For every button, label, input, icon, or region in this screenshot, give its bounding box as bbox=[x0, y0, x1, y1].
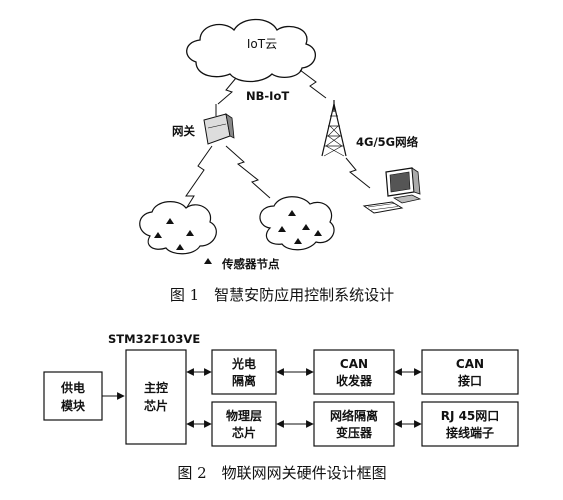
rj45-terminal-label-2: 接线端子 bbox=[446, 425, 494, 440]
gateway-icon bbox=[203, 104, 235, 145]
link-gateway-sensors-left bbox=[183, 145, 213, 213]
iot-cloud-icon bbox=[186, 18, 316, 83]
iot-cloud-label: IoT云 bbox=[247, 37, 277, 51]
sensor-node-icon bbox=[288, 210, 296, 216]
can-port-box bbox=[421, 349, 519, 395]
optocoupler-label-2: 隔离 bbox=[232, 373, 256, 388]
power-module-box bbox=[43, 371, 103, 421]
can-port-label-1: CAN bbox=[456, 357, 484, 371]
phy-chip-label-1: 物理层 bbox=[226, 408, 262, 423]
sensor-node-icon bbox=[176, 244, 184, 250]
can-transceiver-box bbox=[313, 349, 395, 395]
sensor-node-icon bbox=[166, 218, 174, 224]
figure2-caption: 图 2 物联网网关硬件设计框图 bbox=[177, 464, 386, 482]
network-transformer-label-2: 变压器 bbox=[336, 425, 373, 440]
can-port-label-2: 接口 bbox=[458, 373, 482, 388]
tower-label: 4G/5G网络 bbox=[356, 135, 419, 149]
sensor-label: 传感器节点 bbox=[221, 257, 280, 271]
link-tower-computer bbox=[345, 157, 371, 189]
network-transformer-box bbox=[313, 401, 395, 447]
sensor-cloud-left bbox=[139, 201, 217, 255]
phy-chip-label-2: 芯片 bbox=[232, 425, 256, 440]
nb-iot-label: NB-IoT bbox=[246, 89, 289, 103]
rj45-terminal-label-1: RJ 45网口 bbox=[441, 409, 500, 423]
power-module-label-1: 供电 bbox=[60, 380, 85, 395]
main-controller-label-2: 芯片 bbox=[144, 398, 168, 413]
sensor-node-icon bbox=[154, 232, 162, 238]
figure1-caption: 图 1 智慧安防应用控制系统设计 bbox=[170, 286, 394, 304]
gateway-label: 网关 bbox=[172, 124, 195, 138]
rj45-terminal-box bbox=[421, 401, 519, 447]
network-transformer-label-1: 网络隔离 bbox=[330, 408, 378, 423]
figure1-diagram: IoT云 NB-IoT 网关 4G/5G网络 bbox=[139, 18, 422, 304]
link-gateway-sensors-right bbox=[225, 145, 271, 199]
optocoupler-label-1: 光电 bbox=[231, 356, 256, 371]
link-cloud-gateway bbox=[217, 77, 237, 105]
power-module-label-2: 模块 bbox=[61, 398, 86, 413]
figure2-diagram: STM32F103VE 供电 模块 主控 芯片 光电 隔离 CAN 收发器 CA… bbox=[43, 332, 519, 482]
can-transceiver-label-2: 收发器 bbox=[336, 373, 373, 388]
cell-tower-icon bbox=[321, 100, 347, 157]
main-controller-label-1: 主控 bbox=[144, 380, 168, 395]
computer-icon bbox=[362, 167, 422, 214]
sensor-node-icon bbox=[186, 230, 194, 236]
sensor-cloud-right bbox=[259, 196, 335, 251]
sensor-legend-icon bbox=[204, 258, 212, 264]
optocoupler-box bbox=[211, 349, 277, 395]
sensor-node-icon bbox=[278, 226, 286, 232]
sensor-node-icon bbox=[314, 230, 322, 236]
main-controller-box bbox=[125, 349, 187, 445]
link-cloud-tower bbox=[299, 69, 327, 99]
sensor-node-icon bbox=[302, 224, 310, 230]
mcu-model-label: STM32F103VE bbox=[108, 332, 200, 346]
can-transceiver-label-1: CAN bbox=[340, 357, 368, 371]
phy-chip-box bbox=[211, 401, 277, 447]
sensor-node-icon bbox=[294, 238, 302, 244]
